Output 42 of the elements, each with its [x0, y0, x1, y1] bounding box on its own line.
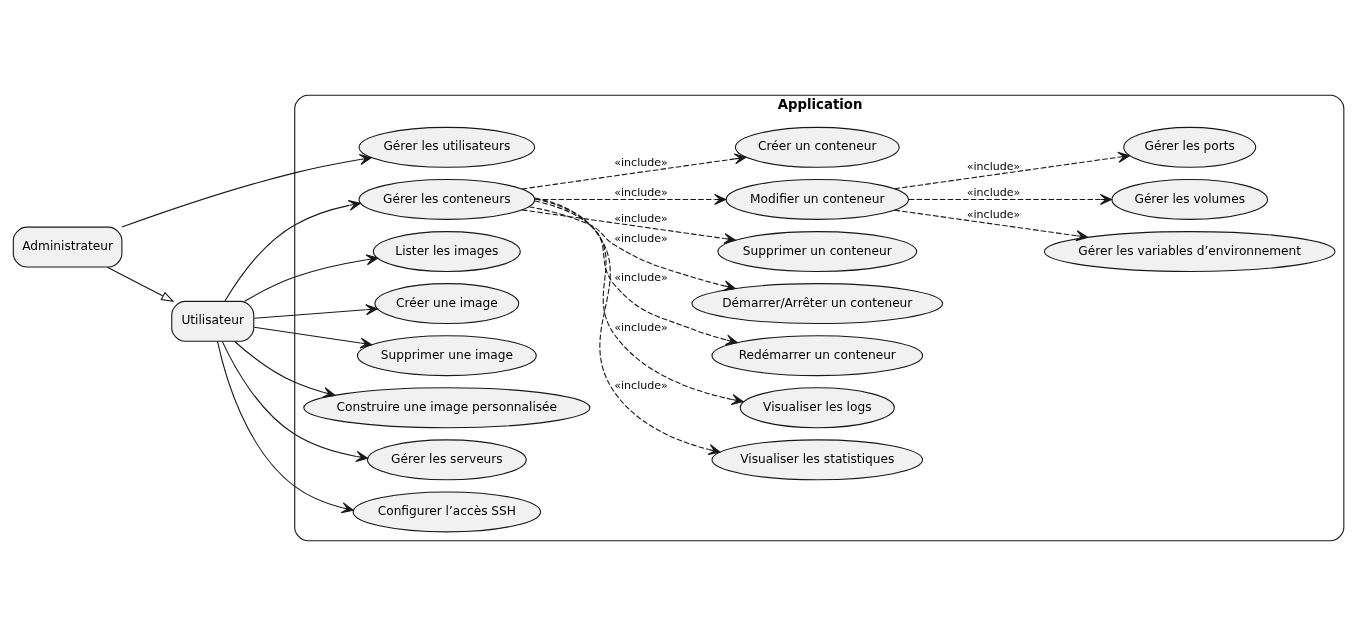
edge-label: «include» [614, 186, 668, 200]
edge-label: «include» [966, 208, 1021, 222]
node-ellipse: Gérer les ports [1123, 126, 1257, 168]
arrow [534, 198, 744, 405]
edge-label: «include» [966, 186, 1021, 200]
arrow [121, 154, 372, 228]
edge-label: «include» [614, 211, 668, 225]
arrow [534, 200, 738, 346]
arrow [221, 340, 369, 462]
edge-label: «include» [614, 378, 668, 392]
arrow [253, 304, 378, 319]
node-box: Utilisateur [171, 300, 255, 342]
node-ellipse: Lister les images [372, 231, 521, 272]
node-ellipse: Modifier un conteneur [725, 178, 909, 220]
node-ellipse: Créer une image [374, 283, 520, 325]
arrow [234, 340, 336, 398]
arrow [894, 151, 1131, 190]
arrow [521, 209, 737, 245]
arrow [253, 326, 373, 349]
arrow [106, 266, 175, 302]
arrow [521, 153, 747, 190]
node-ellipse: Visualiser les logs [739, 387, 895, 429]
arrow [224, 199, 361, 302]
node-ellipse: Gérer les serveurs [366, 439, 527, 481]
edge-label: «include» [614, 271, 668, 285]
node-ellipse: Démarrer/Arrêter un conteneur [691, 283, 944, 325]
node-ellipse: Gérer les conteneurs [358, 178, 536, 220]
arrow [908, 193, 1113, 205]
edge-label: «include» [614, 321, 668, 335]
node-ellipse: Gérer les volumes [1111, 178, 1269, 220]
edge-label: «include» [966, 159, 1021, 173]
edge-label: «include» [614, 156, 668, 170]
edge-label: «include» [614, 231, 668, 245]
node-ellipse: Visualiser les statistiques [711, 439, 924, 481]
node-box: Administrateur [12, 226, 123, 268]
node-ellipse: Configurer l’accès SSH [352, 491, 542, 533]
arrow [534, 197, 721, 456]
arrow [534, 193, 727, 205]
arrow [528, 206, 736, 292]
arrow [244, 254, 379, 302]
arrow [894, 209, 1089, 242]
arrow [216, 340, 354, 514]
